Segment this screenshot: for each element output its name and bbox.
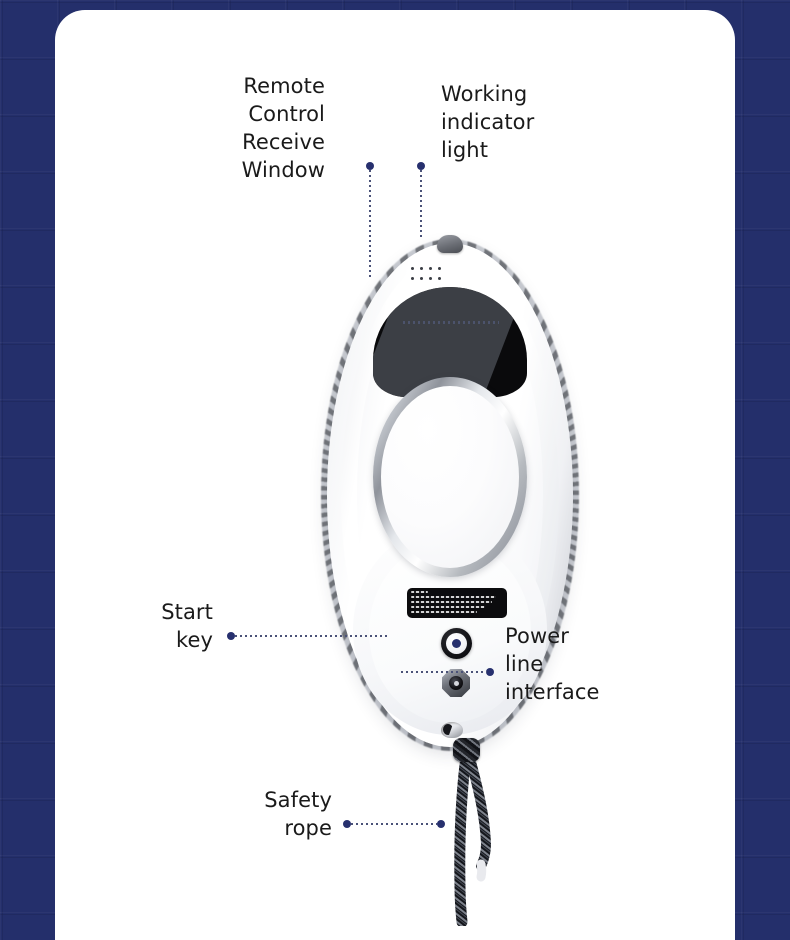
product-card: Remote Control Receive Window Working in… [55,10,735,940]
center-oval-face [381,386,519,568]
callout-remote-control-receive-window-dot [366,162,374,170]
callout-power-line-interface-dot [486,668,494,676]
working-indicator-light-nub [437,235,463,253]
start-key-indicator [452,639,461,648]
panel-sensor-strip [403,321,499,324]
warning-instruction-label [407,588,507,618]
callout-working-indicator-light-leader [420,170,422,238]
start-key-button[interactable] [441,628,472,659]
window-cleaning-robot [317,225,583,755]
callout-start-key-leader [235,635,387,637]
safety-rope-svg [454,750,492,928]
power-port-pin [454,681,459,686]
safety-rope-knot [453,738,480,762]
callout-working-indicator-light-label: Working indicator light [441,82,535,163]
callout-power-line-interface-leader [401,671,487,673]
center-oval-chrome-ring [373,377,527,577]
callout-remote-control-receive-window-label: Remote Control Receive Window [241,74,325,183]
callout-safety-rope-leader [351,823,437,825]
callout-safety-rope-dot-left [343,820,351,828]
callout-safety-rope-dot-right [437,820,445,828]
remote-receiver-dot-grid [409,265,443,282]
rope-strand-left [454,750,472,928]
rope-strand-right [465,753,492,871]
callout-working-indicator-light-dot [417,162,425,170]
safety-rope [435,736,525,928]
callout-start-key-dot [227,632,235,640]
rope-tip [476,859,487,882]
callout-remote-control-receive-window-leader [369,170,371,278]
safety-rope-anchor [441,722,463,738]
callout-start-key-label: Start key [161,600,213,653]
power-line-interface-port[interactable] [442,669,470,697]
callout-power-line-interface-label: Power line interface [505,624,600,705]
callout-safety-rope-label: Safety rope [264,788,332,841]
